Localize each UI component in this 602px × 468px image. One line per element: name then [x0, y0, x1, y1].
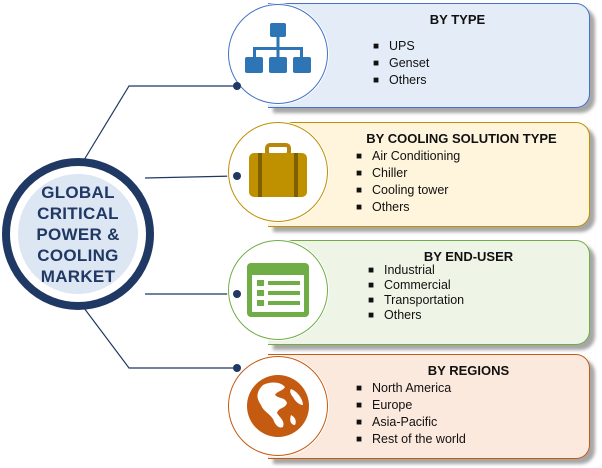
list-item: ■Europe — [356, 398, 413, 412]
segment-title: BY COOLING SOLUTION TYPE — [366, 131, 557, 146]
list-item: ■Others — [356, 200, 410, 214]
segment-title: BY END-USER — [423, 249, 514, 264]
list-item: ■Industrial — [368, 263, 435, 277]
segment-items: ■North America ■Europe ■Asia-Pacific ■Re… — [356, 380, 466, 448]
hierarchy-icon — [245, 23, 311, 73]
connector-dot — [233, 82, 241, 90]
icon-circle-by-regions — [228, 356, 328, 456]
market-hub: GLOBAL CRITICAL POWER & COOLING MARKET — [2, 158, 154, 310]
list-item: ■UPS — [373, 39, 415, 53]
segment-card-by-end-user: BY END-USER ■Industrial ■Commercial ■Tra… — [268, 240, 590, 345]
market-hub-inner: GLOBAL CRITICAL POWER & COOLING MARKET — [18, 174, 138, 294]
segment-items: ■UPS ■Genset ■Others — [373, 38, 429, 89]
list-item: ■Commercial — [368, 278, 451, 292]
segment-title: BY TYPE — [429, 12, 486, 27]
icon-circle-by-end-user — [228, 240, 328, 340]
list-item: ■Asia-Pacific — [356, 415, 438, 429]
list-item: ■North America — [356, 381, 452, 395]
globe-icon — [247, 375, 309, 437]
list-window-icon — [247, 263, 309, 317]
list-item: ■Rest of the world — [356, 432, 466, 446]
list-item: ■Others — [373, 73, 427, 87]
list-item: ■Chiller — [356, 166, 408, 180]
list-item: ■Cooling tower — [356, 183, 449, 197]
list-item: ■Others — [368, 308, 422, 322]
connector-dot — [233, 172, 241, 180]
list-item: ■Air Conditioning — [356, 149, 461, 163]
list-item: ■Genset — [373, 56, 430, 70]
segment-items: ■Air Conditioning ■Chiller ■Cooling towe… — [356, 148, 460, 216]
connector-by-cooling — [144, 175, 237, 179]
connector-by-regions — [83, 307, 236, 369]
connector-dot — [233, 364, 241, 372]
market-title: GLOBAL CRITICAL POWER & COOLING MARKET — [36, 182, 120, 286]
briefcase-icon — [249, 143, 307, 197]
icon-circle-by-type — [228, 4, 328, 104]
icon-circle-by-cooling-solution-type — [228, 122, 328, 222]
segment-items: ■Industrial ■Commercial ■Transportation … — [368, 263, 464, 323]
connector-by-type — [83, 85, 236, 161]
connector-dot — [233, 290, 241, 298]
list-item: ■Transportation — [368, 293, 465, 307]
segment-title: BY REGIONS — [427, 363, 510, 378]
